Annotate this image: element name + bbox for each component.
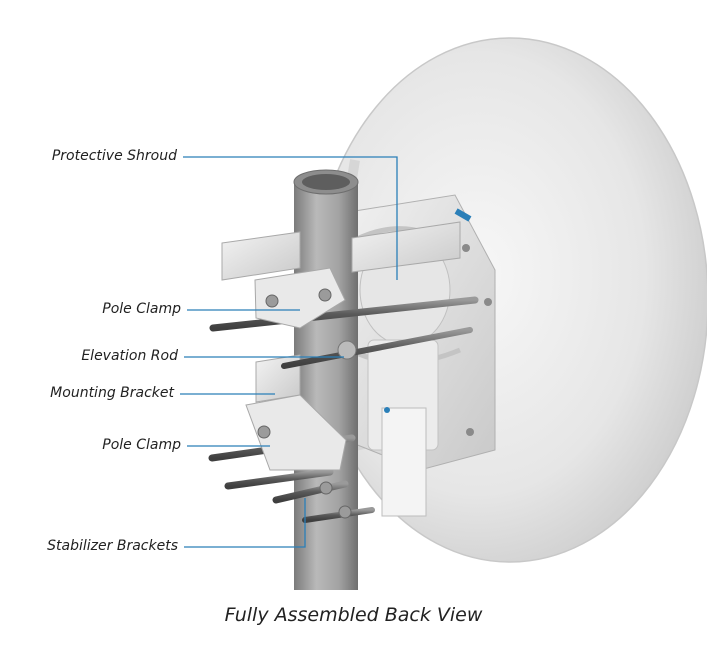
label-stabilizer-brackets: Stabilizer Brackets [47,538,178,554]
leader-stabilizer-brackets [184,498,305,547]
label-mounting-bracket: Mounting Bracket [50,385,174,401]
mounting-pole [294,170,358,590]
label-pole-clamp-lower: Pole Clamp [102,437,181,453]
label-protective-shroud: Protective Shroud [52,148,177,164]
figure-caption: Fully Assembled Back View [0,604,707,626]
label-pole-clamp-upper: Pole Clamp [102,301,181,317]
label-elevation-rod: Elevation Rod [81,348,178,364]
